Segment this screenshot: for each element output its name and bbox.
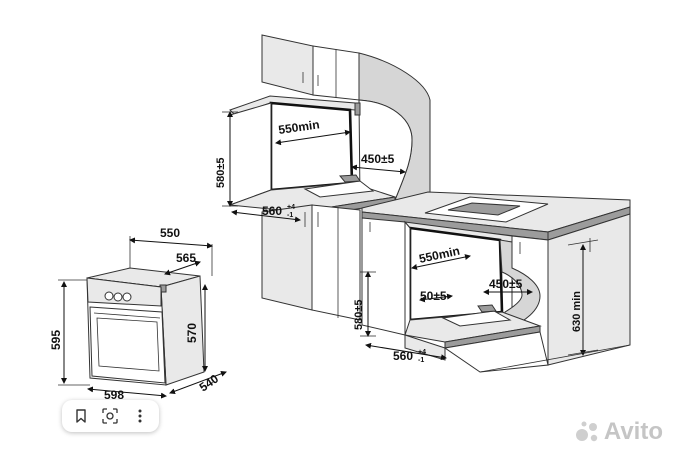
oven-body-height-label: 570: [185, 323, 199, 343]
under-niche-depth-dimension: 550min: [411, 244, 471, 270]
oven-front-width-dimension: 598: [87, 386, 167, 402]
under-niche-width-tol-minus: -1: [418, 357, 424, 364]
under-niche-width-tol-plus: +4: [418, 349, 426, 356]
wall-cabinet-unit: [229, 34, 431, 321]
wall-niche-width-dimension: 560 +4 -1: [231, 204, 301, 223]
oven-knob-icon: [104, 291, 114, 301]
wall-niche-vent-dimension: 450±5: [351, 152, 406, 175]
more-options-button[interactable]: [127, 403, 153, 429]
under-niche-gap-label: 50±5: [420, 289, 447, 303]
wall-niche-width-tol-minus: -1: [287, 212, 293, 219]
wall-niche-width-tol-plus: +4: [287, 204, 295, 211]
oven-body-depth-dimension: 565: [164, 251, 201, 276]
under-niche-width-dimension: 560 +4 -1: [365, 342, 447, 364]
counter-height-label: 630 min: [571, 291, 583, 332]
under-niche-vent-dimension: 450±5: [483, 277, 533, 295]
under-niche-vent-label: 450±5: [489, 277, 523, 291]
oven-total-height-dimension: 595: [49, 279, 90, 386]
image-toolbar: [62, 400, 159, 432]
wall-niche-height-dimension: 580±5: [215, 111, 238, 207]
avito-watermark: Avito: [574, 418, 663, 446]
oven-width-label: 550: [160, 226, 180, 240]
bookmark-button[interactable]: [68, 403, 94, 429]
oven-front-width-label: 598: [104, 388, 124, 402]
oven-body-depth-label: 565: [176, 251, 196, 265]
wall-niche-width-label: 560: [262, 204, 282, 218]
oven-body-height-dimension: 570: [185, 284, 208, 372]
avito-dots-icon: [575, 421, 598, 442]
more-vertical-icon: [138, 409, 142, 423]
wall-niche-vent-label: 450±5: [361, 152, 395, 166]
under-niche-width-label: 560: [393, 349, 413, 363]
watermark-text: Avito: [603, 418, 663, 445]
wall-niche-depth-dimension: 550min: [275, 117, 351, 146]
under-niche-height-dimension: 580±5: [353, 271, 376, 337]
oven-width-dimension: 550: [129, 226, 213, 276]
oven-knob-icon: [113, 292, 123, 302]
image-search-button[interactable]: [97, 403, 123, 429]
wall-niche-depth-label: 550min: [277, 117, 320, 137]
oven-total-height-label: 595: [49, 330, 63, 350]
under-niche-gap-dimension: 50±5: [419, 289, 453, 303]
wall-niche-height-label: 580±5: [215, 157, 227, 188]
oven-knob-icon: [122, 292, 132, 302]
image-search-icon: [102, 408, 119, 424]
bookmark-icon: [76, 409, 86, 423]
oven: [86, 267, 205, 386]
counter-height-dimension: 630 min: [567, 239, 599, 356]
under-niche-height-label: 580±5: [353, 299, 365, 330]
